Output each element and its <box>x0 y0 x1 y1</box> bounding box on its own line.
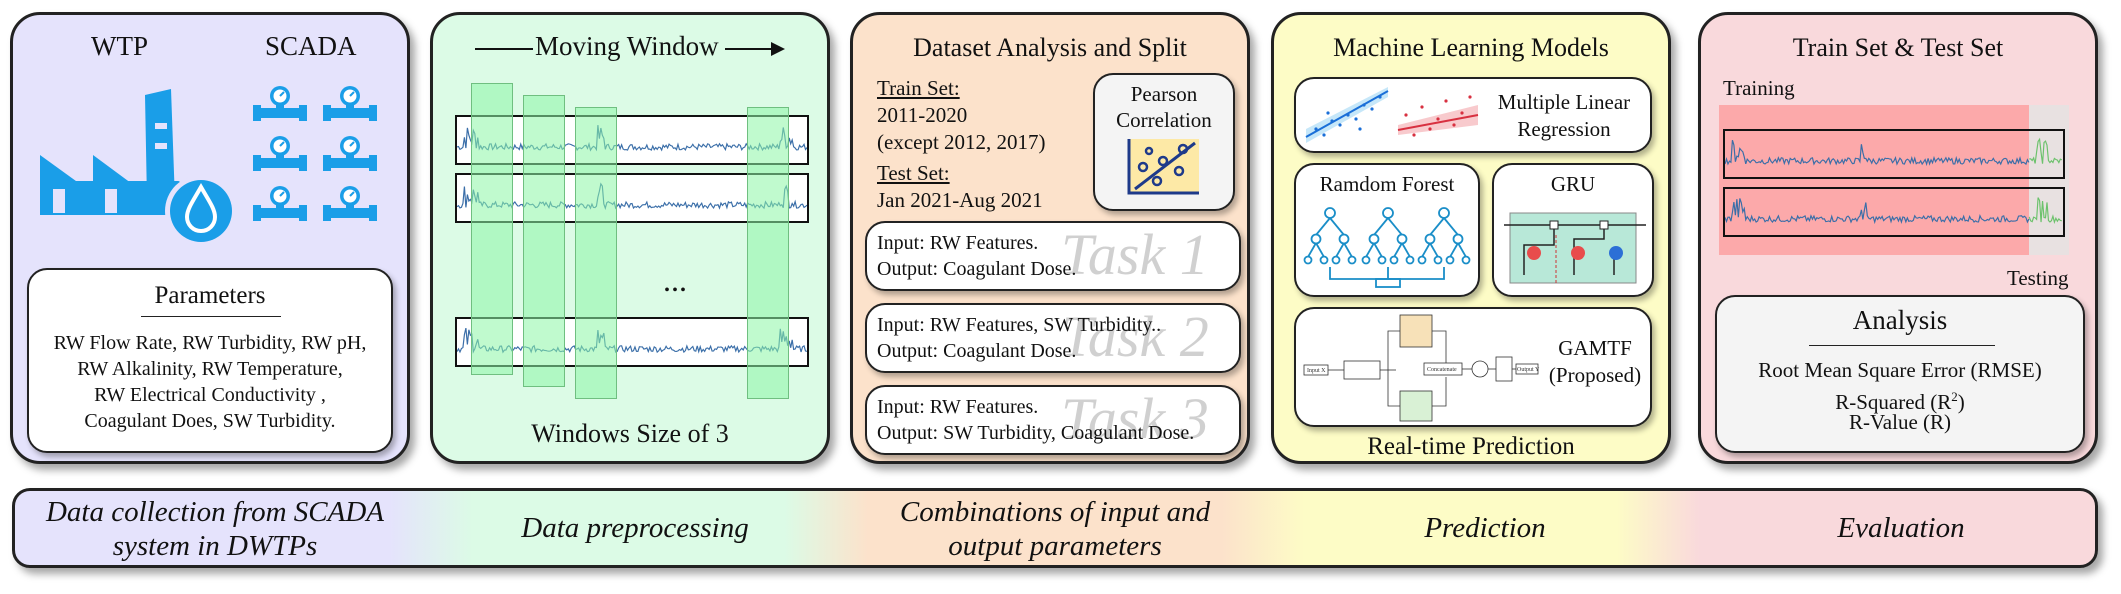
moving-window-arrow-right <box>725 48 775 50</box>
parameters-rule <box>141 316 281 317</box>
mlr-box: Multiple Linear Regression <box>1294 77 1652 153</box>
panel-ml-models: Machine Learning Models Multiple Linear … <box>1271 12 1671 464</box>
arrowhead-icon <box>771 42 785 56</box>
water-treatment-plant-icon <box>40 89 237 247</box>
parameters-title: Parameters <box>154 282 266 309</box>
window-band <box>471 83 513 375</box>
task-output: Output: Coagulant Dose. <box>877 258 1077 280</box>
task-input: Input: RW Features. <box>877 232 1039 254</box>
train-set-label: Train Set: <box>877 76 960 100</box>
ellipsis: ... <box>663 262 687 298</box>
task-output: Output: SW Turbidity, Coagulant Dose. <box>877 422 1195 444</box>
analysis-rule <box>1809 345 1995 346</box>
stage-prediction: Prediction <box>1424 512 1546 544</box>
random-forest-label: Ramdom Forest <box>1319 172 1455 196</box>
gamtf-box: Input X Concatenate Output Y GAMTF (Prop… <box>1294 307 1652 427</box>
testing-label: Testing <box>2007 266 2069 290</box>
test-set-label: Test Set: <box>877 161 950 185</box>
task-watermark: Task 3 <box>1061 386 1209 451</box>
gamtf-output-label: Output Y <box>1517 367 1540 373</box>
metric-r-squared: R-Squared (R2) <box>1835 389 1965 414</box>
train-set-exceptions: (except 2012, 2017) <box>877 130 1046 154</box>
mlr-label: Regression <box>1517 117 1611 141</box>
scada-label: SCADA <box>265 31 357 61</box>
train-test-title: Train Set & Test Set <box>1792 33 2004 62</box>
stage-evaluation: Evaluation <box>1837 512 1965 544</box>
task-input: Input: RW Features, SW Turbidity.. <box>877 314 1162 336</box>
analysis-title: Analysis <box>1852 305 1948 335</box>
time-series-line <box>2028 197 2063 225</box>
window-band <box>575 107 617 399</box>
time-series-line <box>2029 137 2063 164</box>
gru-label: GRU <box>1550 172 1596 196</box>
realtime-caption: Real-time Prediction <box>1367 433 1575 460</box>
mlr-label: Multiple Linear <box>1497 90 1631 114</box>
task-box-3: Task 3 Input: RW Features. Output: SW Tu… <box>865 385 1241 455</box>
moving-window-title: Moving Window <box>535 31 719 61</box>
gru-cell-icon <box>1504 212 1646 284</box>
task-input: Input: RW Features. <box>877 396 1039 418</box>
test-set-range: Jan 2021-Aug 2021 <box>877 188 1043 212</box>
gamtf-input-label: Input X <box>1307 368 1326 374</box>
window-band <box>523 95 565 387</box>
parameter-line: RW Electrical Conductivity , <box>94 384 326 406</box>
dataset-title: Dataset Analysis and Split <box>913 33 1187 62</box>
panel-data-collection: WTP SCADA <box>10 12 410 464</box>
gamtf-label: (Proposed) <box>1548 363 1642 387</box>
task-output: Output: Coagulant Dose. <box>877 340 1077 362</box>
train-test-series-1 <box>1723 129 2065 179</box>
pressure-gauge-icon <box>252 85 378 222</box>
pearson-label: Correlation <box>1116 108 1212 132</box>
pearson-box: Pearson Correlation <box>1093 73 1235 211</box>
task-watermark: Task 1 <box>1061 222 1209 287</box>
gamtf-label: GAMTF <box>1558 336 1632 360</box>
training-label: Training <box>1723 76 1795 100</box>
wtp-label: WTP <box>91 31 148 61</box>
gru-box: GRU <box>1492 163 1654 297</box>
metric-r-value: R-Value (R) <box>1848 410 1952 434</box>
panel-evaluation: Train Set & Test Set Training Testing An… <box>1698 12 2098 464</box>
decision-trees-icon <box>1303 207 1471 288</box>
parameter-line: Coagulant Does, SW Turbidity. <box>84 410 336 432</box>
random-forest-box: Ramdom Forest <box>1294 163 1480 297</box>
task-watermark: Task 2 <box>1061 304 1209 369</box>
time-series-line <box>1725 139 2030 167</box>
stage-preprocessing: Data preprocessing <box>521 512 749 544</box>
parameter-line: RW Alkalinity, RW Temperature, <box>77 358 343 380</box>
train-set-years: 2011-2020 <box>877 103 968 127</box>
analysis-box: Analysis Root Mean Square Error (RMSE) R… <box>1715 295 2085 453</box>
window-size-caption: Windows Size of 3 <box>531 419 729 448</box>
pearson-label: Pearson <box>1130 82 1198 106</box>
ml-models-title: Machine Learning Models <box>1333 33 1609 62</box>
train-test-series-2 <box>1723 187 2065 237</box>
parameters-box: Parameters RW Flow Rate, RW Turbidity, R… <box>27 268 393 453</box>
regression-plot-icon <box>1305 87 1479 143</box>
scatter-plot-icon <box>1127 139 1199 195</box>
time-series-line <box>1725 198 2030 225</box>
gamtf-architecture-diagram: Input X Concatenate Output Y <box>1303 314 1540 422</box>
task-box-1: Task 1 Input: RW Features. Output: Coagu… <box>865 221 1241 291</box>
metric-rmse: Root Mean Square Error (RMSE) <box>1758 358 2042 382</box>
parameter-line: RW Flow Rate, RW Turbidity, RW pH, <box>53 332 367 354</box>
panel-dataset-split: Dataset Analysis and Split Train Set: 20… <box>850 12 1250 464</box>
gamtf-concat-label: Concatenate <box>1427 367 1457 373</box>
window-band <box>747 107 789 399</box>
task-box-2: Task 2 Input: RW Features, SW Turbidity.… <box>865 303 1241 373</box>
panel-moving-window: Moving Window ... Windows Size of 3 <box>430 12 830 464</box>
moving-window-arrow-left <box>475 48 533 50</box>
